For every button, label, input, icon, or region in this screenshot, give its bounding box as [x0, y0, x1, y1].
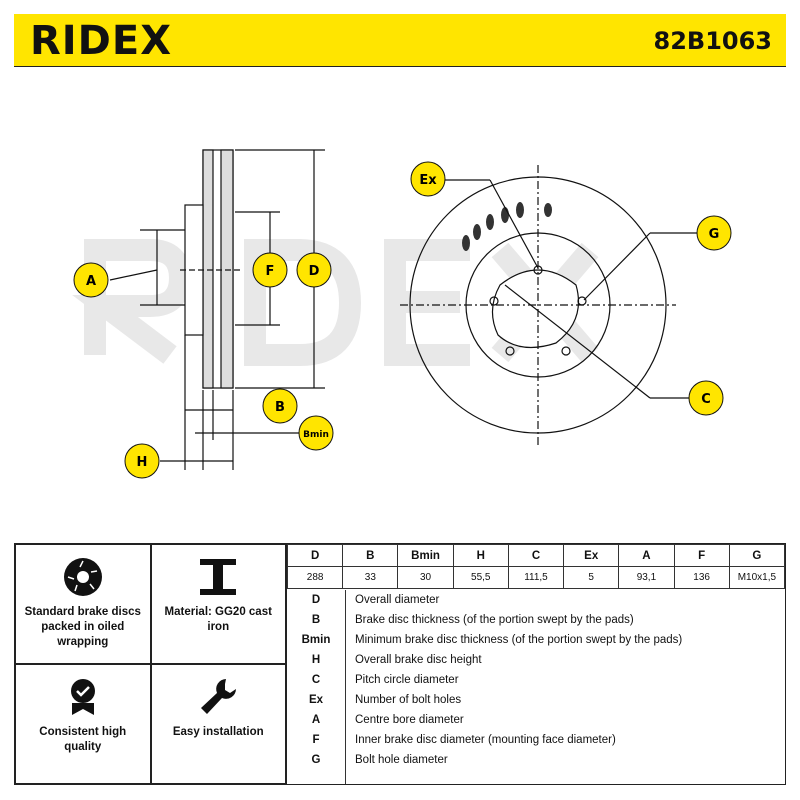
value-g: M10x1,5	[728, 566, 786, 589]
value-f: 136	[673, 566, 730, 589]
label-b: B	[275, 400, 285, 415]
legend-row: G Bolt hole diameter	[287, 750, 785, 770]
legend-row: C Pitch circle diameter	[287, 670, 785, 690]
legend-key: G	[311, 754, 321, 766]
value-bmin: 30	[397, 566, 454, 589]
legend-desc: Centre bore diameter	[355, 714, 464, 726]
side-view	[109, 149, 325, 470]
part-number: 82B1063	[653, 27, 773, 55]
label-c: C	[701, 392, 711, 407]
legend-key: F	[312, 734, 320, 746]
value-c: 111,5	[507, 566, 565, 589]
col-b: B	[342, 544, 399, 567]
feature-text: Material: GG20 cast iron	[164, 606, 272, 633]
col-c: C	[507, 544, 565, 567]
brand-logo: RIDEX	[30, 18, 173, 64]
value-ex: 5	[563, 566, 620, 589]
features-grid: Standard brake discs packed in oiled wra…	[14, 543, 287, 785]
legend-row: Bmin Minimum brake disc thickness (of the…	[287, 630, 785, 650]
technical-drawing: A F D B Bmin H Ex G C	[72, 149, 732, 479]
feature-material: Material: GG20 cast iron	[150, 544, 286, 664]
legend-desc: Inner brake disc diameter (mounting face…	[355, 734, 616, 746]
header: RIDEX 82B1063	[14, 14, 786, 67]
col-a: A	[618, 544, 675, 567]
legend-row: B Brake disc thickness (of the portion sw…	[287, 610, 785, 630]
label-f: F	[266, 264, 275, 279]
col-bmin: Bmin	[397, 544, 454, 567]
wrench-icon	[201, 679, 237, 714]
value-h: 55,5	[452, 566, 509, 589]
col-g: G	[728, 544, 786, 567]
legend-row: Ex Number of bolt holes	[287, 690, 785, 710]
feature-text: Easy installation	[172, 726, 264, 738]
legend-key: D	[311, 594, 321, 606]
legend-desc: Number of bolt holes	[355, 694, 462, 706]
value-d: 288	[286, 566, 344, 589]
legend-row: A Centre bore diameter	[287, 710, 785, 730]
legend-row: D Overall diameter	[287, 590, 785, 610]
quality-badge-icon	[70, 679, 95, 715]
brake-disc-icon	[63, 558, 102, 596]
legend-desc: Minimum brake disc thickness (of the por…	[355, 634, 683, 646]
legend-list: D Overall diameter B Brake disc thickness …	[287, 590, 785, 770]
legend-key: A	[311, 714, 321, 726]
col-h: H	[452, 544, 509, 567]
value-a: 93,1	[618, 566, 675, 589]
feature-packaging: Standard brake discs packed in oiled wra…	[15, 544, 151, 664]
col-d: D	[286, 544, 344, 567]
label-a: A	[86, 274, 96, 289]
dimension-labels: A F D B Bmin H Ex G C	[73, 161, 732, 479]
feature-text: Standard brake discs packed in oiled wra…	[24, 606, 141, 648]
front-view	[400, 165, 697, 445]
legend-row: F Inner brake disc diameter (mounting fac…	[287, 730, 785, 750]
col-ex: Ex	[563, 544, 620, 567]
legend-key: Ex	[308, 694, 324, 706]
label-g: G	[709, 227, 720, 242]
legend-desc: Overall brake disc height	[355, 654, 482, 666]
legend-desc: Brake disc thickness (of the portion swe…	[355, 614, 634, 626]
i-beam-icon	[200, 559, 237, 595]
feature-quality: Consistent high quality	[15, 664, 151, 784]
legend-key: B	[311, 614, 321, 626]
legend-desc: Bolt hole diameter	[355, 754, 448, 766]
feature-installation: Easy installation	[150, 664, 286, 784]
legend-key: Bmin	[301, 634, 331, 646]
value-b: 33	[342, 566, 399, 589]
legend-key: H	[311, 654, 321, 666]
label-d: D	[309, 264, 320, 279]
col-f: F	[673, 544, 730, 567]
legend-key: C	[311, 674, 321, 686]
legend-desc: Pitch circle diameter	[355, 674, 459, 686]
legend-desc: Overall diameter	[355, 594, 440, 606]
legend-divider	[345, 590, 346, 784]
label-ex: Ex	[419, 173, 437, 188]
label-h: H	[137, 455, 148, 470]
feature-text: Consistent high quality	[39, 726, 127, 753]
legend-row: H Overall brake disc height	[287, 650, 785, 670]
label-bmin: Bmin	[303, 430, 329, 440]
